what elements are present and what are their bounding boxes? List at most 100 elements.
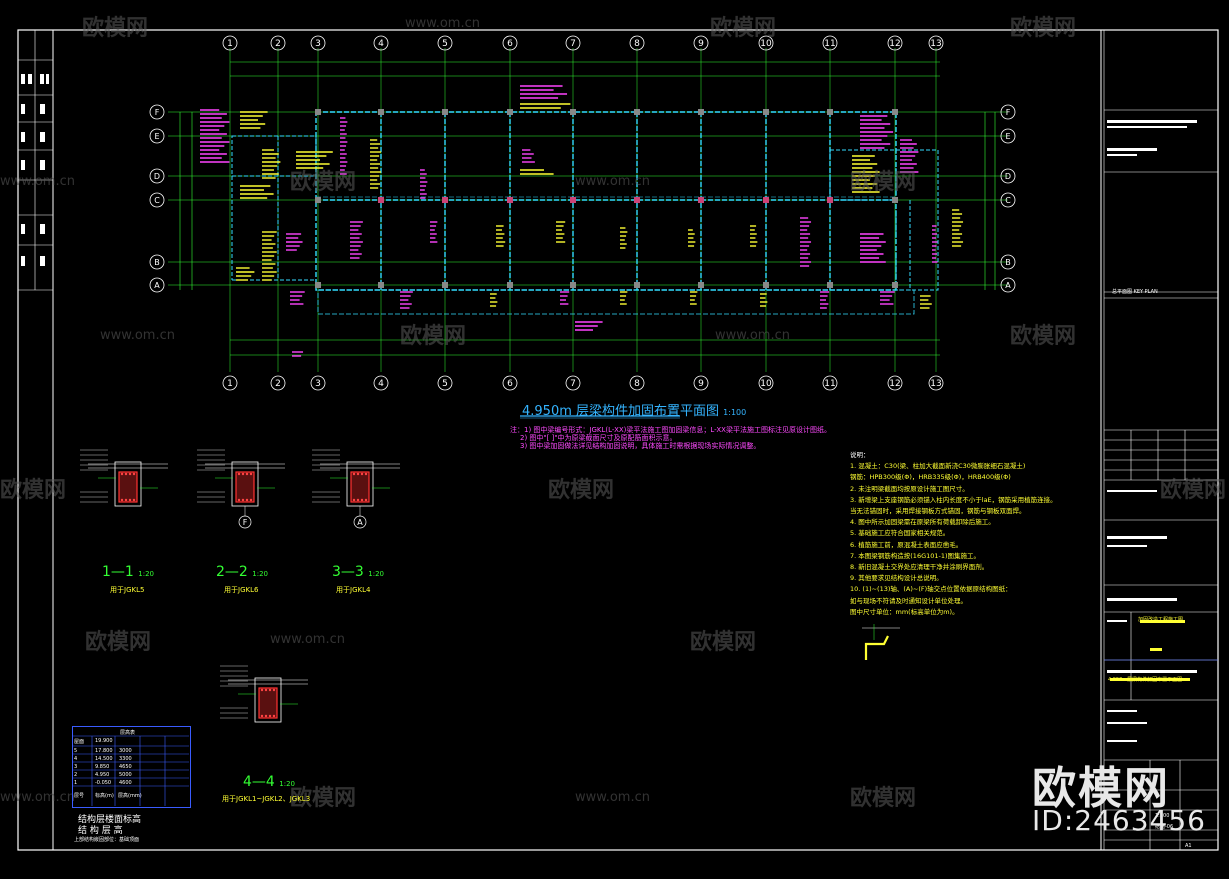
watermark-url: www.om.cn	[715, 328, 790, 343]
side-dimensions	[179, 112, 996, 290]
hook-detail	[862, 624, 900, 660]
annotation-block	[520, 85, 568, 99]
annotation-block	[200, 109, 230, 163]
level-table-caption: 层高表	[120, 730, 136, 736]
rebar	[237, 498, 241, 502]
rebar	[120, 472, 124, 476]
annotation-block	[290, 291, 305, 305]
level-header: 标高(m)	[95, 793, 114, 799]
column-marker	[442, 197, 448, 203]
axis-bubble-label: A	[357, 518, 363, 527]
grid-bubble-label: A	[154, 281, 160, 290]
column	[315, 109, 321, 115]
grid-bubble	[222, 35, 238, 51]
column-marker	[698, 197, 704, 203]
plan-title: 4.950m 层梁构件加固布置平面图 1:100	[522, 400, 746, 419]
grid-bubble	[149, 192, 165, 208]
grid-bubble	[149, 104, 165, 120]
grid-bubble-label: E	[1005, 132, 1010, 141]
axis-bubble	[238, 515, 252, 529]
grid-bubble	[270, 35, 286, 51]
column	[827, 282, 833, 288]
column	[634, 109, 640, 115]
annotation-block	[296, 151, 333, 169]
rebar	[128, 498, 132, 502]
grid-bubble-label: 13	[930, 39, 941, 49]
watermark: 欧模网	[690, 630, 757, 655]
column	[378, 282, 384, 288]
grid-bubble-label: F	[155, 108, 160, 117]
level-height: 3000	[119, 748, 132, 754]
plan-title-text: 4.950m 层梁构件加固布置平面图	[522, 404, 720, 419]
annotation-block	[522, 149, 535, 163]
annex-left	[231, 135, 317, 281]
rebar	[352, 472, 356, 476]
notes-heading: 说明：	[850, 451, 870, 459]
rebar	[245, 472, 249, 476]
annotation-block	[852, 155, 880, 193]
grid-bubble	[373, 375, 389, 391]
annotation-block	[690, 291, 698, 305]
watermark: 欧模网	[82, 16, 149, 41]
grid-bubble	[1000, 168, 1016, 184]
rebar-cage	[350, 471, 370, 503]
grid-bubble-label: 7	[570, 379, 576, 389]
beam-section	[80, 449, 168, 507]
watermark-url: www.om.cn	[575, 174, 650, 189]
watermark-url: www.om.cn	[405, 16, 480, 31]
column-marker	[570, 197, 576, 203]
grid-bubble	[822, 35, 838, 51]
grid-bubble-label: 4	[378, 39, 384, 49]
top-dimensions	[230, 61, 940, 356]
grid-bubble	[629, 35, 645, 51]
section-label: 3—3 1:20	[332, 564, 385, 580]
drawing-name: 4.950m层梁构件加固布置平面图	[1108, 677, 1183, 683]
annotation-block	[420, 169, 428, 199]
grid-bubble	[502, 35, 518, 51]
annotation-block	[620, 291, 628, 305]
grid-bubble-label: 3	[315, 379, 321, 389]
rebar	[364, 498, 368, 502]
note-item: 7. 本图梁钢筋构造按(16G101-1)图集施工。	[850, 551, 981, 560]
grid-bubble	[1000, 277, 1016, 293]
rebar	[245, 498, 249, 502]
rebar-cage	[118, 471, 138, 503]
watermark: 欧模网	[548, 478, 615, 503]
beam-outline	[254, 677, 282, 723]
annotation-block	[430, 221, 438, 243]
annotation-block	[262, 149, 281, 179]
level-height: 4600	[119, 780, 132, 786]
level-floor: 4	[74, 756, 78, 762]
annotation-block	[760, 293, 768, 307]
beams	[315, 111, 915, 315]
note-item: 4. 图中所示加固梁需在原梁所有荷载卸除后施工。	[850, 518, 995, 527]
rebar	[356, 472, 360, 476]
grid-bubble-label: F	[1006, 108, 1011, 117]
annotation-block	[350, 221, 363, 259]
grid-bubble	[502, 375, 518, 391]
column	[570, 109, 576, 115]
column	[827, 109, 833, 115]
column	[570, 282, 576, 288]
watermark-url: www.om.cn	[100, 328, 175, 343]
rebar	[237, 472, 241, 476]
grid-bubble	[149, 128, 165, 144]
level-height: 3300	[119, 756, 132, 762]
grid-bubble-label: 13	[930, 379, 941, 389]
column-marker	[827, 197, 833, 203]
grid-bubble	[822, 375, 838, 391]
section-sub: 用于JGKL5	[110, 586, 145, 594]
column	[892, 282, 898, 288]
rebar	[272, 688, 276, 692]
level-floor: 3	[74, 764, 78, 770]
level-table-title: 结构层楼面标高	[78, 815, 142, 825]
beam-section: A	[312, 449, 400, 529]
level-row-0: 屋面	[74, 739, 85, 745]
rebar	[132, 498, 136, 502]
column-marker	[634, 197, 640, 203]
annotation-block	[340, 117, 348, 175]
note-item: 钢筋：HPB300级(Φ)，HRB335级(Φ)，HRB400级(Φ)	[850, 473, 1011, 482]
grid-bubble-label: 2	[275, 39, 281, 49]
rebar	[124, 498, 128, 502]
